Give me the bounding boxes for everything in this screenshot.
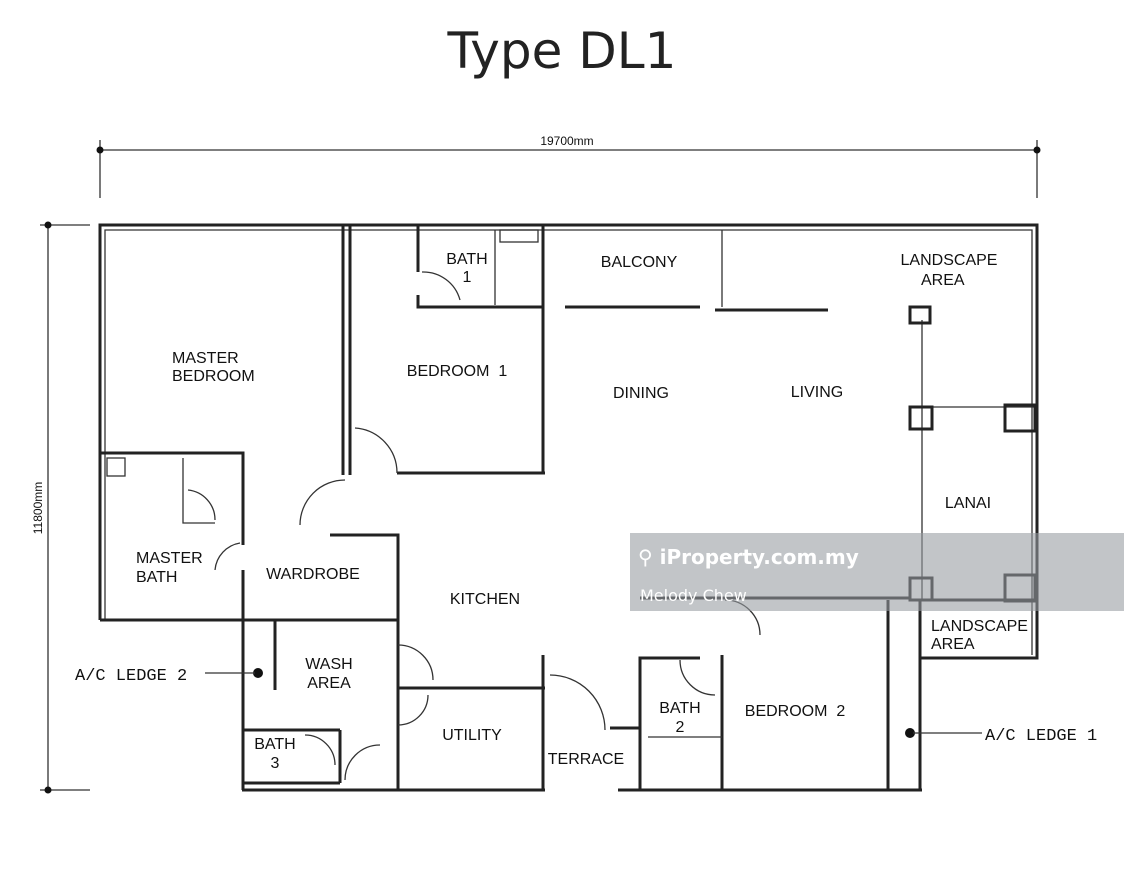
label-living: LIVING	[791, 384, 843, 401]
svg-text:11800mm: 11800mm	[31, 482, 45, 534]
svg-text:BEDROOM: BEDROOM	[172, 368, 255, 385]
label-dining: DINING	[613, 385, 669, 402]
room-labels: BATH 1 BALCONY LANDSCAPE AREA MASTER BED…	[136, 251, 1028, 772]
svg-text:1: 1	[463, 269, 472, 286]
plan-title: Type DL1	[447, 22, 677, 80]
label-master-bath: MASTER	[136, 550, 203, 567]
label-balcony: BALCONY	[601, 254, 678, 271]
ac-ledge-2-label: A/C LEDGE 2	[75, 667, 187, 686]
label-landscape-area-bottom: LANDSCAPE	[931, 618, 1028, 635]
svg-text:3: 3	[271, 755, 280, 772]
watermark-site: ⚲ iProperty.com.my	[638, 545, 859, 569]
label-utility: UTILITY	[442, 727, 502, 744]
label-landscape-area-top: LANDSCAPE	[901, 252, 998, 269]
svg-text:AREA: AREA	[921, 272, 965, 289]
svg-text:BATH: BATH	[136, 569, 177, 586]
ac-ledge-1-label: A/C LEDGE 1	[985, 727, 1097, 746]
label-master-bedroom: MASTER	[172, 350, 239, 367]
label-bath-3: BATH	[254, 736, 295, 753]
svg-text:19700mm: 19700mm	[540, 134, 593, 148]
width-dimension: 19700mm	[96, 134, 1041, 198]
annotations: A/C LEDGE 2 A/C LEDGE 1	[75, 667, 1097, 746]
watermark: ⚲ iProperty.com.my Melody Chew	[630, 533, 1124, 611]
watermark-agent: Melody Chew	[640, 586, 747, 605]
label-kitchen: KITCHEN	[450, 591, 520, 608]
svg-text:AREA: AREA	[307, 675, 351, 692]
label-bath-1: BATH	[446, 251, 487, 268]
label-wardrobe: WARDROBE	[266, 566, 360, 583]
label-bath-2: BATH	[659, 700, 700, 717]
label-bedroom-2: BEDROOM 2	[745, 703, 846, 720]
height-dimension: 11800mm	[31, 221, 90, 794]
label-wash-area: WASH	[305, 656, 352, 673]
label-lanai: LANAI	[945, 495, 991, 512]
label-bedroom-1: BEDROOM 1	[407, 363, 508, 380]
label-terrace: TERRACE	[548, 751, 624, 768]
svg-text:AREA: AREA	[931, 636, 975, 653]
svg-text:2: 2	[676, 719, 685, 736]
walls	[98, 223, 1039, 792]
